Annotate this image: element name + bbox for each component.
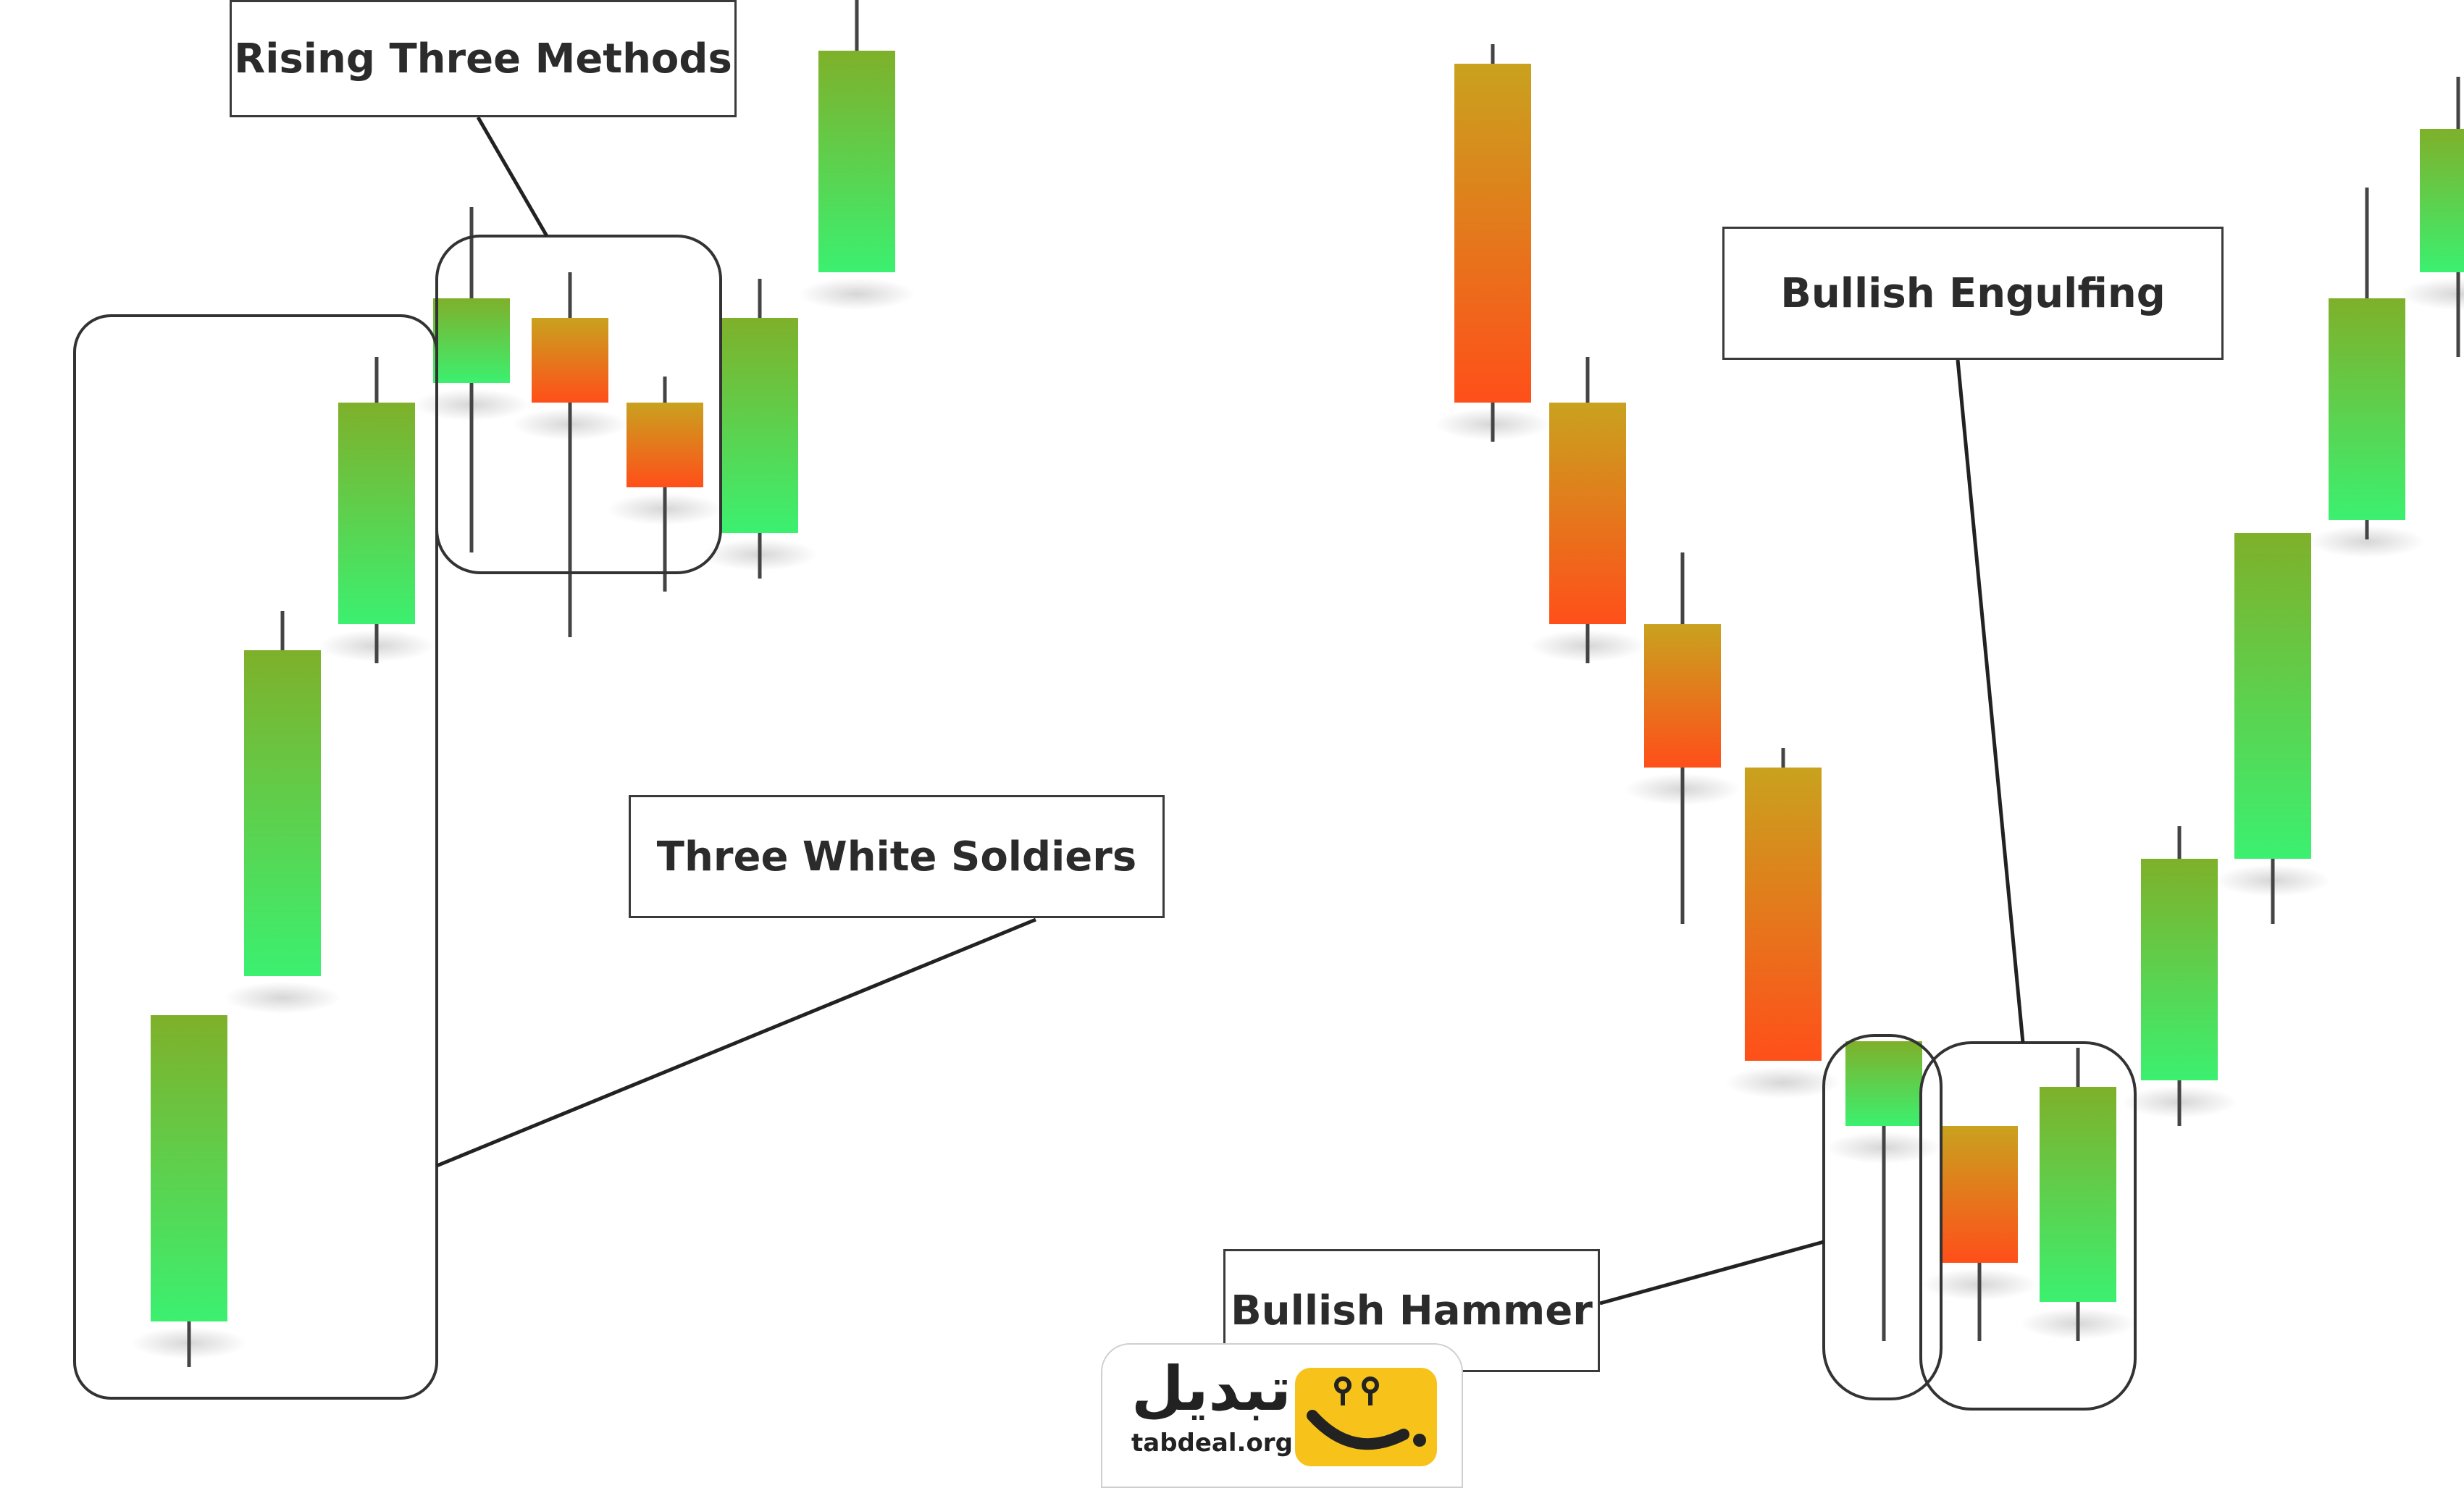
bearish-candle (627, 403, 703, 487)
bearish-candle (1549, 403, 1626, 624)
bullish-hammer-text: Bullish Hammer (1231, 1287, 1593, 1334)
smile-logo-icon (1295, 1368, 1437, 1466)
bullish-candle (2329, 298, 2405, 520)
bullish-candle (433, 298, 510, 383)
bullish-candle (2234, 533, 2311, 859)
candle-shadow (2400, 278, 2464, 310)
rising-three-methods-text: Rising Three Methods (234, 35, 732, 83)
three-white-soldiers-text: Three White Soldiers (656, 833, 1137, 880)
candle-shadow (1725, 1067, 1841, 1098)
three-white-soldiers-outline (73, 314, 438, 1400)
rising-three-methods-leader (476, 116, 549, 238)
bearish-candle (1644, 624, 1721, 768)
three-white-soldiers-leader (436, 917, 1036, 1168)
bullish-candle (721, 318, 798, 533)
bullish-candle (2141, 859, 2218, 1080)
rising-three-methods-outline (435, 235, 722, 574)
bullish-candle (244, 650, 321, 976)
bullish-candle (818, 51, 895, 272)
bullish-engulfing-label: Bullish Engulfing (1722, 227, 2224, 360)
bullish-hammer-outline (1822, 1034, 1943, 1400)
bearish-candle (532, 318, 608, 403)
candle-shadow (2309, 526, 2425, 558)
tabdeal-logo: تبدیل tabdeal.org (1101, 1343, 1463, 1488)
rising-three-methods-label: Rising Three Methods (230, 0, 737, 117)
bullish-candle (1845, 1041, 1922, 1126)
candles (151, 0, 2464, 1367)
bullish-engulfing-leader (1956, 359, 2025, 1043)
bullish-engulfing-text: Bullish Engulfing (1780, 269, 2166, 317)
bullish-candle (2420, 129, 2464, 272)
candle-shadow (225, 982, 340, 1014)
logo-persian-text: تبدیل (1131, 1353, 1291, 1424)
bearish-candle (1941, 1126, 2018, 1263)
bearish-candle (1745, 768, 1822, 1061)
bearish-candle (1454, 64, 1531, 403)
candle-shadow (799, 278, 915, 310)
bullish-candle (2040, 1087, 2116, 1302)
bullish-candle (338, 403, 415, 624)
logo-domain-text: tabdeal.org (1131, 1429, 1293, 1458)
bullish-engulfing-outline (1919, 1041, 2137, 1411)
bullish-hammer-leader (1599, 1240, 1824, 1306)
bullish-candle (151, 1015, 227, 1321)
three-white-soldiers-label: Three White Soldiers (629, 795, 1165, 918)
